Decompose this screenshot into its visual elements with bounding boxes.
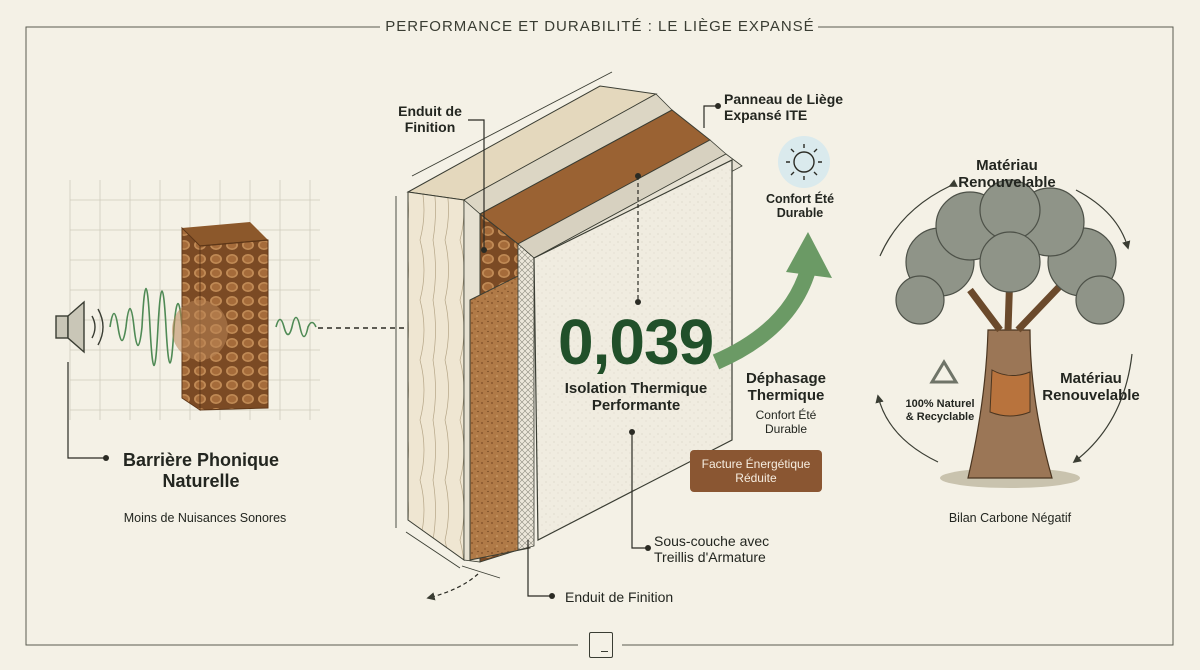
eco-top-line2: Renouvelable — [958, 174, 1056, 192]
acoustic-heading-line1: Barrière Phonique — [122, 450, 280, 470]
eco-right-line2: Renouvelable — [1042, 387, 1140, 405]
arrow-up-icon — [712, 232, 832, 370]
recycle-icon — [929, 359, 959, 384]
recycle-label: 100% Naturel & Recyclable — [892, 398, 988, 423]
acoustic-leader-dot — [103, 455, 109, 461]
acoustic-leader — [67, 362, 104, 459]
page-icon — [589, 632, 613, 658]
acoustic-heading: Barrière Phonique Naturelle — [108, 450, 294, 491]
label-enduit-top-line2: Finition — [404, 119, 456, 136]
sun-label: Confort Été Durable — [752, 192, 848, 221]
eco-right-line1: Matériau — [1060, 370, 1122, 387]
label-enduit-bottom: Enduit de Finition — [565, 589, 674, 605]
wall-leaders — [426, 105, 716, 601]
sun-label-line2: Durable — [776, 206, 824, 221]
page-title: PERFORMANCE ET DURABILITÉ : LE LIÈGE EXP… — [385, 18, 815, 35]
thermal-caption: Isolation Thermique Performante — [546, 380, 726, 415]
eco-right-label: Matériau Renouvelable — [1026, 370, 1156, 405]
wall-section — [395, 71, 743, 579]
energy-badge-line1: Facture Énergétique — [701, 456, 811, 471]
dephasage-line1: Déphasage — [745, 370, 827, 387]
eco-caption: Bilan Carbone Négatif — [948, 511, 1072, 525]
sun-label-line1: Confort Été — [765, 192, 835, 206]
frame — [25, 26, 1174, 646]
acoustic-caption: Moins de Nuisances Sonores — [123, 511, 287, 525]
dephasage-label: Déphasage Thermique — [728, 370, 844, 405]
dephasage-sub-line1: Confort Été — [755, 408, 817, 422]
dephasage-sub-line2: Durable — [764, 421, 808, 436]
thermal-caption-line1: Isolation Thermique — [564, 380, 708, 397]
label-panneau-line1: Panneau de Liège — [724, 91, 844, 107]
dephasage-sub: Confort Été Durable — [740, 408, 832, 437]
acoustic-heading-line2: Naturelle — [162, 470, 240, 491]
recycle-line2: & Recyclable — [905, 410, 975, 423]
thermal-value: 0,039 — [558, 306, 714, 378]
label-enduit-top: Enduit de Finition — [388, 103, 472, 135]
label-enduit-top-line1: Enduit de — [398, 103, 462, 119]
tree-icon — [895, 179, 1125, 488]
eco-top-line1: Matériau — [976, 157, 1038, 174]
leader-dots — [481, 103, 721, 599]
label-panneau: Panneau de Liège Expansé ITE — [724, 91, 874, 123]
label-souscouche: Sous-couche avec Treillis d'Armature — [654, 533, 824, 565]
sun-icon — [778, 136, 830, 188]
label-panneau-line2: Expansé ITE — [724, 107, 808, 124]
eco-top-label: Matériau Renouvelable — [942, 157, 1072, 192]
cork-block — [172, 222, 269, 411]
thermal-caption-line2: Performante — [591, 397, 681, 415]
dephasage-line2: Thermique — [747, 387, 825, 405]
cycle-arrows — [875, 179, 1133, 464]
speaker-icon — [55, 300, 104, 354]
recycle-line1: 100% Naturel — [905, 398, 975, 410]
energy-badge-line2: Réduite — [735, 471, 777, 485]
label-souscouche-line2: Treillis d'Armature — [654, 549, 766, 566]
energy-badge: Facture Énergétique Réduite — [690, 450, 822, 492]
label-souscouche-line1: Sous-couche avec — [654, 533, 770, 549]
